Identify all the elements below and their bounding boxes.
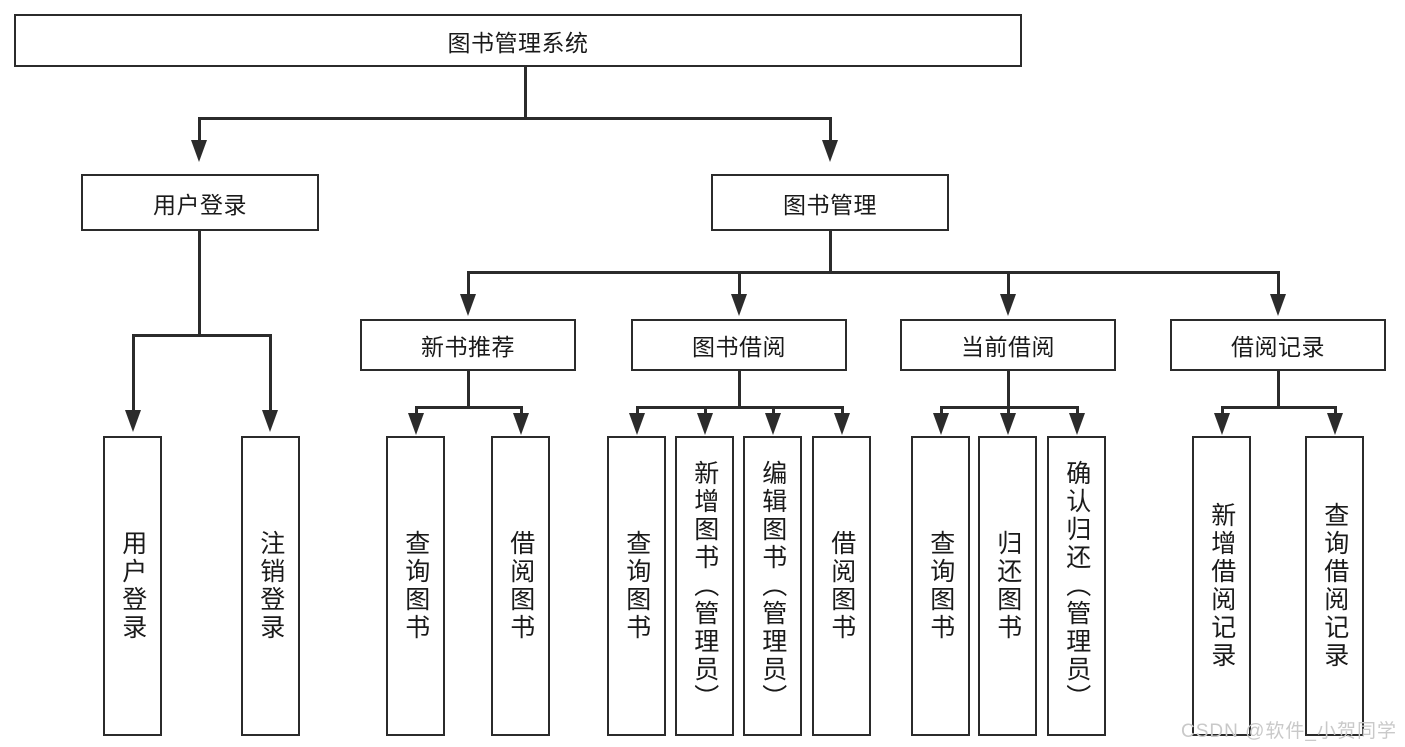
node-new-book-recommend[interactable]: 新书推荐 xyxy=(360,319,576,371)
connector-new-book-trunk xyxy=(467,371,470,407)
connector-bm-to-book-borrow xyxy=(738,271,741,299)
connector-root-to-user-login xyxy=(198,117,201,145)
connector-book-management-trunk xyxy=(829,231,832,273)
connector-book-borrow-trunk xyxy=(738,371,741,407)
node-label: 新增借阅记录 xyxy=(1207,502,1236,670)
node-leaf-edit-book[interactable]: 编辑图书（管理员） xyxy=(743,436,802,736)
connector-root-trunk xyxy=(524,67,527,118)
node-leaf-query-book-3[interactable]: 查询图书 xyxy=(911,436,970,736)
node-label: 借阅图书 xyxy=(506,530,535,642)
arrow-bb-to-leaf-1 xyxy=(629,413,645,435)
arrow-bb-to-leaf-4 xyxy=(834,413,850,435)
connector-borrow-record-split-bar xyxy=(1222,406,1336,409)
connector-root-to-book-management xyxy=(829,117,832,145)
arrow-bm-to-new-book xyxy=(460,294,476,316)
arrow-bm-to-borrow-record xyxy=(1270,294,1286,316)
node-label: 编辑图书（管理员） xyxy=(758,460,787,712)
connector-bm-to-current-borrow xyxy=(1007,271,1010,299)
node-borrow-record[interactable]: 借阅记录 xyxy=(1170,319,1386,371)
node-label: 当前借阅 xyxy=(961,334,1055,360)
arrow-br-to-leaf-2 xyxy=(1327,413,1343,435)
connector-user-login-trunk xyxy=(198,231,201,335)
arrow-cb-to-leaf-1 xyxy=(933,413,949,435)
node-leaf-add-book[interactable]: 新增图书（管理员） xyxy=(675,436,734,736)
arrow-cb-to-leaf-2 xyxy=(1000,413,1016,435)
arrow-bb-to-leaf-3 xyxy=(765,413,781,435)
arrow-br-to-leaf-1 xyxy=(1214,413,1230,435)
node-label: 图书管理 xyxy=(783,191,877,218)
node-label: 查询图书 xyxy=(622,530,651,642)
node-label: 用户登录 xyxy=(118,530,147,642)
node-label: 确认归还（管理员） xyxy=(1062,460,1091,712)
node-label: 查询借阅记录 xyxy=(1320,502,1349,670)
node-root-book-management-system[interactable]: 图书管理系统 xyxy=(14,14,1022,67)
node-book-management[interactable]: 图书管理 xyxy=(711,174,949,231)
connector-book-management-split-bar xyxy=(468,271,1279,274)
node-leaf-borrow-book-1[interactable]: 借阅图书 xyxy=(491,436,550,736)
node-label: 用户登录 xyxy=(153,191,247,218)
node-user-login[interactable]: 用户登录 xyxy=(81,174,319,231)
node-label: 归还图书 xyxy=(993,530,1022,642)
node-book-borrow[interactable]: 图书借阅 xyxy=(631,319,847,371)
node-label: 借阅记录 xyxy=(1231,334,1325,360)
node-leaf-add-borrow-record[interactable]: 新增借阅记录 xyxy=(1192,436,1251,736)
arrow-bm-to-current-borrow xyxy=(1000,294,1016,316)
connector-current-borrow-trunk xyxy=(1007,371,1010,407)
arrow-bm-to-book-borrow xyxy=(731,294,747,316)
arrow-new-book-to-leaf-1 xyxy=(408,413,424,435)
node-leaf-borrow-book-2[interactable]: 借阅图书 xyxy=(812,436,871,736)
arrow-cb-to-leaf-3 xyxy=(1069,413,1085,435)
node-label: 新书推荐 xyxy=(421,334,515,360)
connector-user-login-split-bar xyxy=(133,334,271,337)
connector-user-login-to-leaf-2 xyxy=(269,334,272,414)
connector-borrow-record-trunk xyxy=(1277,371,1280,407)
node-label: 图书借阅 xyxy=(692,334,786,360)
node-label: 查询图书 xyxy=(401,530,430,642)
node-leaf-confirm-return[interactable]: 确认归还（管理员） xyxy=(1047,436,1106,736)
arrow-new-book-to-leaf-2 xyxy=(513,413,529,435)
node-label: 新增图书（管理员） xyxy=(690,460,719,712)
node-label: 查询图书 xyxy=(926,530,955,642)
node-leaf-return-book[interactable]: 归还图书 xyxy=(978,436,1037,736)
connector-bm-to-new-book xyxy=(467,271,470,299)
arrow-root-to-user-login xyxy=(191,140,207,162)
node-leaf-user-login[interactable]: 用户登录 xyxy=(103,436,162,736)
connector-new-book-split-bar xyxy=(416,406,522,409)
node-leaf-query-book-2[interactable]: 查询图书 xyxy=(607,436,666,736)
node-label: 图书管理系统 xyxy=(447,29,589,56)
node-current-borrow[interactable]: 当前借阅 xyxy=(900,319,1116,371)
connector-current-borrow-split-bar xyxy=(941,406,1078,409)
connector-bm-to-borrow-record xyxy=(1277,271,1280,299)
arrow-bb-to-leaf-2 xyxy=(697,413,713,435)
node-leaf-logout-login[interactable]: 注销登录 xyxy=(241,436,300,736)
connector-book-borrow-split-bar xyxy=(637,406,843,409)
node-label: 注销登录 xyxy=(256,530,285,642)
arrow-root-to-book-management xyxy=(822,140,838,162)
arrow-user-login-to-leaf-1 xyxy=(125,410,141,432)
node-label: 借阅图书 xyxy=(827,530,856,642)
connector-root-split-bar xyxy=(198,117,831,120)
arrow-user-login-to-leaf-2 xyxy=(262,410,278,432)
node-leaf-query-borrow-record[interactable]: 查询借阅记录 xyxy=(1305,436,1364,736)
node-leaf-query-book-1[interactable]: 查询图书 xyxy=(386,436,445,736)
connector-user-login-to-leaf-1 xyxy=(132,334,135,414)
